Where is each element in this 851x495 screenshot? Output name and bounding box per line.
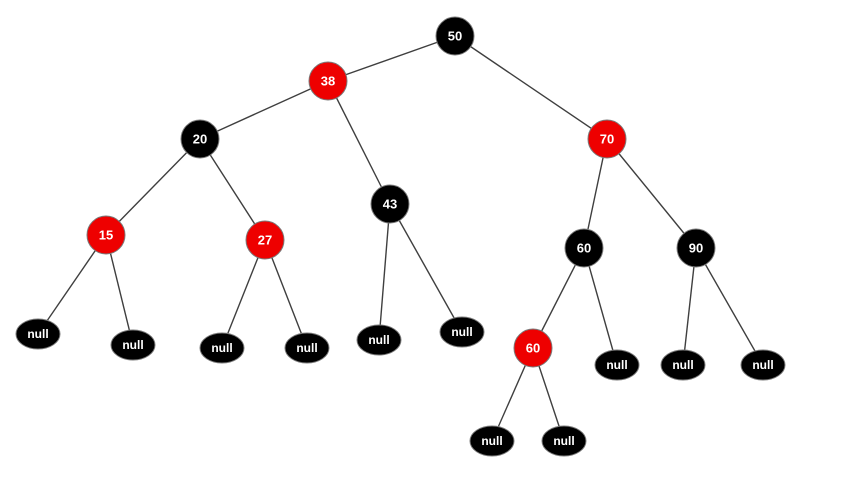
node-label: 70 — [600, 132, 614, 147]
edge-n38-n43 — [327, 80, 391, 205]
node-circle — [370, 184, 410, 224]
edge-n90-null90r — [695, 247, 764, 366]
null-label: null — [451, 325, 472, 339]
null-leaf-node: null — [740, 349, 786, 381]
node-label: 60 — [526, 341, 540, 356]
null-leaf-node: null — [594, 349, 640, 381]
node-label: 50 — [448, 29, 462, 44]
node-label: 90 — [689, 241, 703, 256]
null-label: null — [672, 358, 693, 372]
null-leaf-shape — [541, 425, 587, 457]
node-circle — [308, 61, 348, 101]
null-leaf-node: null — [469, 425, 515, 457]
node-circle — [180, 119, 220, 159]
tree-node-43-black: 43 — [370, 184, 410, 224]
node-circle — [245, 220, 285, 260]
node-label: 38 — [321, 74, 335, 89]
null-leaf-node: null — [284, 332, 330, 364]
node-circle — [676, 228, 716, 268]
null-leaf-node: null — [541, 425, 587, 457]
null-label: null — [752, 358, 773, 372]
null-leaf-node: null — [15, 318, 61, 350]
node-label: 60 — [577, 241, 591, 256]
edge-n70-n90 — [606, 138, 697, 249]
tree-node-90-black: 90 — [676, 228, 716, 268]
node-label: 20 — [193, 132, 207, 147]
null-label: null — [296, 341, 317, 355]
edge-n60a-null60ar — [583, 247, 618, 366]
null-label: null — [211, 341, 232, 355]
tree-node-38-red: 38 — [308, 61, 348, 101]
edge-n43-null43l — [378, 203, 391, 341]
tree-node-15-red: 15 — [86, 215, 126, 255]
null-label: null — [606, 358, 627, 372]
edge-n50-n70 — [454, 35, 608, 140]
null-leaf-shape — [740, 349, 786, 381]
node-circle — [513, 328, 553, 368]
null-leaf-shape — [356, 324, 402, 356]
edge-n43-null43r — [389, 203, 463, 333]
edge-n38-n20 — [199, 80, 329, 140]
tree-node-27-red: 27 — [245, 220, 285, 260]
null-leaf-node: null — [199, 332, 245, 364]
null-leaf-shape — [284, 332, 330, 364]
null-leaf-node: null — [356, 324, 402, 356]
null-leaf-shape — [660, 349, 706, 381]
tree-node-50-black: 50 — [435, 16, 475, 56]
tree-node-60-black: 60 — [564, 228, 604, 268]
null-leaf-node: null — [439, 316, 485, 348]
node-label: 43 — [383, 197, 397, 212]
edge-n20-n27 — [199, 138, 266, 241]
tree-nodes: 50 38 70 20 43 60 90 15 27 60 null null null null null… — [15, 16, 786, 457]
node-circle — [86, 215, 126, 255]
node-circle — [587, 119, 627, 159]
null-label: null — [27, 327, 48, 341]
null-leaf-shape — [439, 316, 485, 348]
null-label: null — [122, 338, 143, 352]
null-leaf-node: null — [660, 349, 706, 381]
null-leaf-shape — [199, 332, 245, 364]
edge-n50-n38 — [327, 35, 456, 82]
null-leaf-shape — [15, 318, 61, 350]
node-label: 27 — [258, 233, 272, 248]
null-leaf-shape — [110, 329, 156, 361]
null-label: null — [481, 434, 502, 448]
tree-node-20-black: 20 — [180, 119, 220, 159]
edge-n15-null15l — [37, 234, 107, 335]
null-leaf-node: null — [110, 329, 156, 361]
null-leaf-shape — [594, 349, 640, 381]
node-label: 15 — [99, 228, 113, 243]
null-label: null — [368, 333, 389, 347]
edge-n20-n15 — [105, 138, 201, 236]
null-leaf-shape — [469, 425, 515, 457]
tree-node-60-red: 60 — [513, 328, 553, 368]
tree-node-70-red: 70 — [587, 119, 627, 159]
edge-n90-null90l — [682, 247, 697, 366]
null-label: null — [553, 434, 574, 448]
node-circle — [435, 16, 475, 56]
node-circle — [564, 228, 604, 268]
tree-edges — [37, 35, 764, 442]
